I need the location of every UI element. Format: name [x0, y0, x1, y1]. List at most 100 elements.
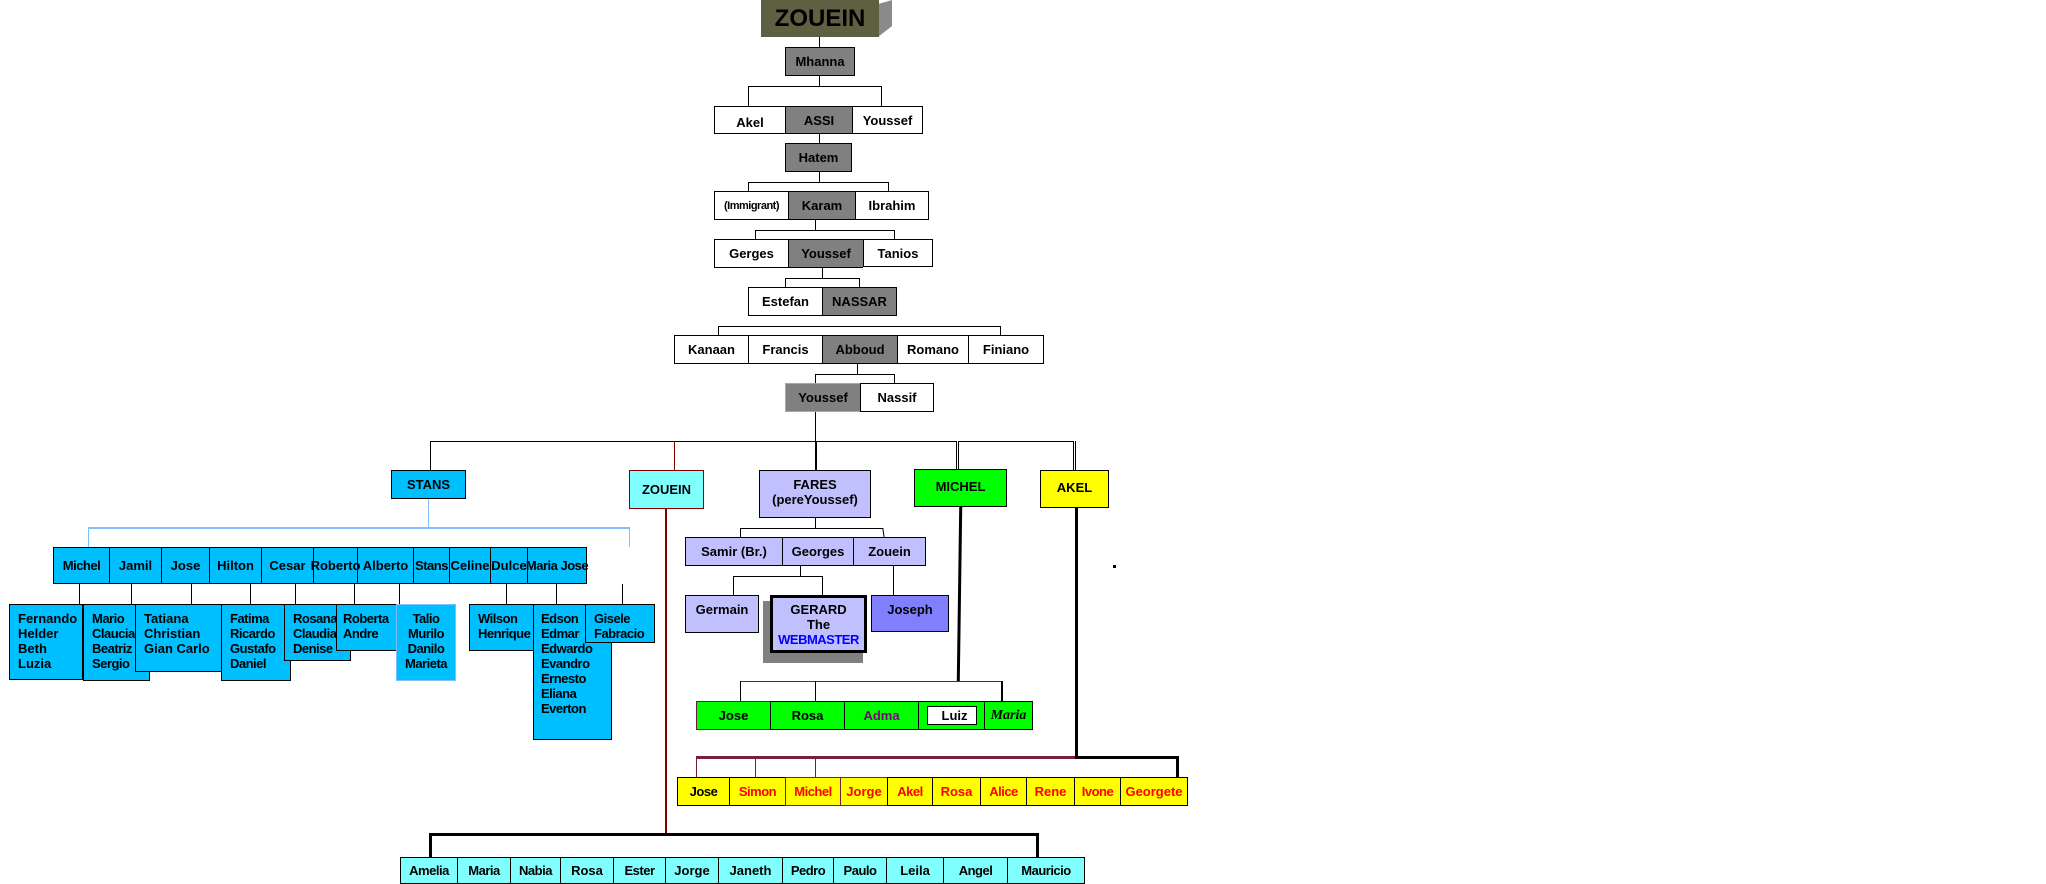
connector [815, 374, 816, 383]
connector [785, 278, 860, 279]
zouein-child: Jorge [665, 857, 718, 884]
stans-child: Maria Jose [526, 547, 589, 584]
connector [857, 364, 858, 374]
michel-children-row: Jose Rosa Adma Luiz Maria [696, 701, 1033, 730]
akel-child: Rosa [932, 777, 980, 806]
zouein-child: Janeth [718, 857, 782, 884]
grandchild-name: Fabracio [594, 626, 645, 641]
grandchild-group: Roberta Andre [336, 604, 398, 651]
grandchild-name: Sergio [92, 656, 130, 671]
connector [748, 86, 749, 106]
connector [1073, 441, 1076, 470]
connector [674, 441, 675, 470]
connector [1176, 756, 1179, 777]
fares-children-row: Samir (Br.) Georges Zouein [685, 537, 926, 566]
title-3d-side [878, 0, 892, 37]
grandchild-group: Tatiana Christian Gian Carlo [135, 604, 223, 672]
connector [785, 278, 786, 287]
connector [399, 584, 400, 604]
grandchild-name: Edwardo [541, 641, 593, 656]
ancestor-box: Tanios [863, 239, 933, 267]
grandchild-group: Talio Murilo Danilo Marieta [396, 604, 456, 681]
grandchild-name: Tatiana [144, 611, 189, 626]
grandchild-name: Claudia [293, 626, 337, 641]
ancestor-box: Kanaan [674, 335, 748, 364]
webmaster-link[interactable]: WEBMASTER [778, 632, 859, 647]
generation-row: Akel ASSI Youssef [714, 106, 923, 134]
connector [430, 441, 431, 470]
grandchild-name: Marieta [404, 656, 448, 671]
connector [429, 833, 432, 857]
connector [815, 412, 816, 441]
stans-child: Cesar [261, 547, 313, 584]
grandchild-name: Denise [293, 641, 333, 656]
zouein-child: Angel [943, 857, 1007, 884]
connector [88, 527, 630, 529]
grandchild-name: Christian [144, 626, 201, 641]
connector [718, 326, 1001, 327]
grandchild-name: Gustafo [230, 641, 276, 656]
connector [629, 527, 630, 547]
zouein-child: Leila [886, 857, 943, 884]
ancestor-mhanna: Mhanna [785, 47, 855, 76]
connector [888, 182, 889, 191]
generation-row: (Immigrant) Karam Ibrahim [714, 191, 929, 220]
ancestor-box: Finiano [968, 335, 1044, 364]
grandchild-group: Fernando Helder Beth Luzia [9, 604, 83, 680]
akel-child: Michel [785, 777, 840, 806]
akel-child: Jose [677, 777, 729, 806]
connector [665, 509, 667, 835]
connector [822, 268, 823, 278]
zouein-child: Nabia [510, 857, 560, 884]
ancestor-box: Ibrahim [855, 191, 929, 220]
generation-row: Gerges Youssef Tanios [714, 239, 933, 268]
grandchild-name: Edson [541, 611, 579, 626]
connector [1075, 756, 1179, 759]
connector [79, 584, 80, 604]
akel-child: Alice [980, 777, 1026, 806]
connector [819, 37, 820, 47]
ancestor-box: ASSI [785, 106, 852, 134]
connector [718, 326, 719, 335]
grandchild-group: Gisele Fabracio [585, 604, 655, 643]
akel-child: Rene [1026, 777, 1074, 806]
branch-michel: MICHEL [914, 469, 1007, 507]
ancestor-box: Francis [748, 335, 822, 364]
connector [956, 507, 963, 682]
branch-zouein: ZOUEIN [629, 470, 704, 509]
family-title: ZOUEIN [761, 0, 879, 37]
grandchild-name: Helder [18, 626, 59, 641]
connector [893, 566, 894, 595]
generation-row: Estefan NASSAR [748, 287, 897, 316]
connector [815, 220, 816, 230]
grandchild-group: Fatima Ricardo Gustafo Daniel [221, 604, 291, 681]
connector [250, 584, 251, 604]
akel-child: Simon [729, 777, 785, 806]
stray-dot [1113, 565, 1116, 568]
zouein-child: Paulo [833, 857, 886, 884]
connector [622, 584, 623, 604]
zouein-child: Mauricio [1007, 857, 1085, 884]
stans-child: Jose [161, 547, 209, 584]
grandchild-name: Andre [343, 626, 379, 641]
grandchild-name: Evandro [541, 656, 590, 671]
ancestor-box: Akel [714, 106, 785, 134]
fares-child: Georges [782, 537, 853, 566]
akel-child: Jorge [840, 777, 887, 806]
fares-sublabel: (pereYoussef) [772, 492, 858, 507]
connector [819, 172, 820, 182]
michel-child: Rosa [770, 701, 844, 730]
grandchild-joseph: Joseph [871, 595, 949, 632]
ancestor-box: Romano [897, 335, 968, 364]
ancestor-box: NASSAR [822, 287, 897, 316]
stans-child: Roberto [311, 547, 360, 584]
connector [428, 499, 429, 527]
grandchild-name: Roberta [343, 611, 389, 626]
connector [894, 374, 895, 383]
grandchild-name: Everton [541, 701, 586, 716]
stans-children-row: Michel Jamil Jose Hilton Cesar Roberto A… [53, 547, 589, 584]
connector [819, 133, 820, 143]
ancestor-hatem: Hatem [785, 143, 852, 172]
grandchild-name: Henrique [478, 626, 531, 641]
grandchild-name: Fatima [230, 611, 269, 626]
